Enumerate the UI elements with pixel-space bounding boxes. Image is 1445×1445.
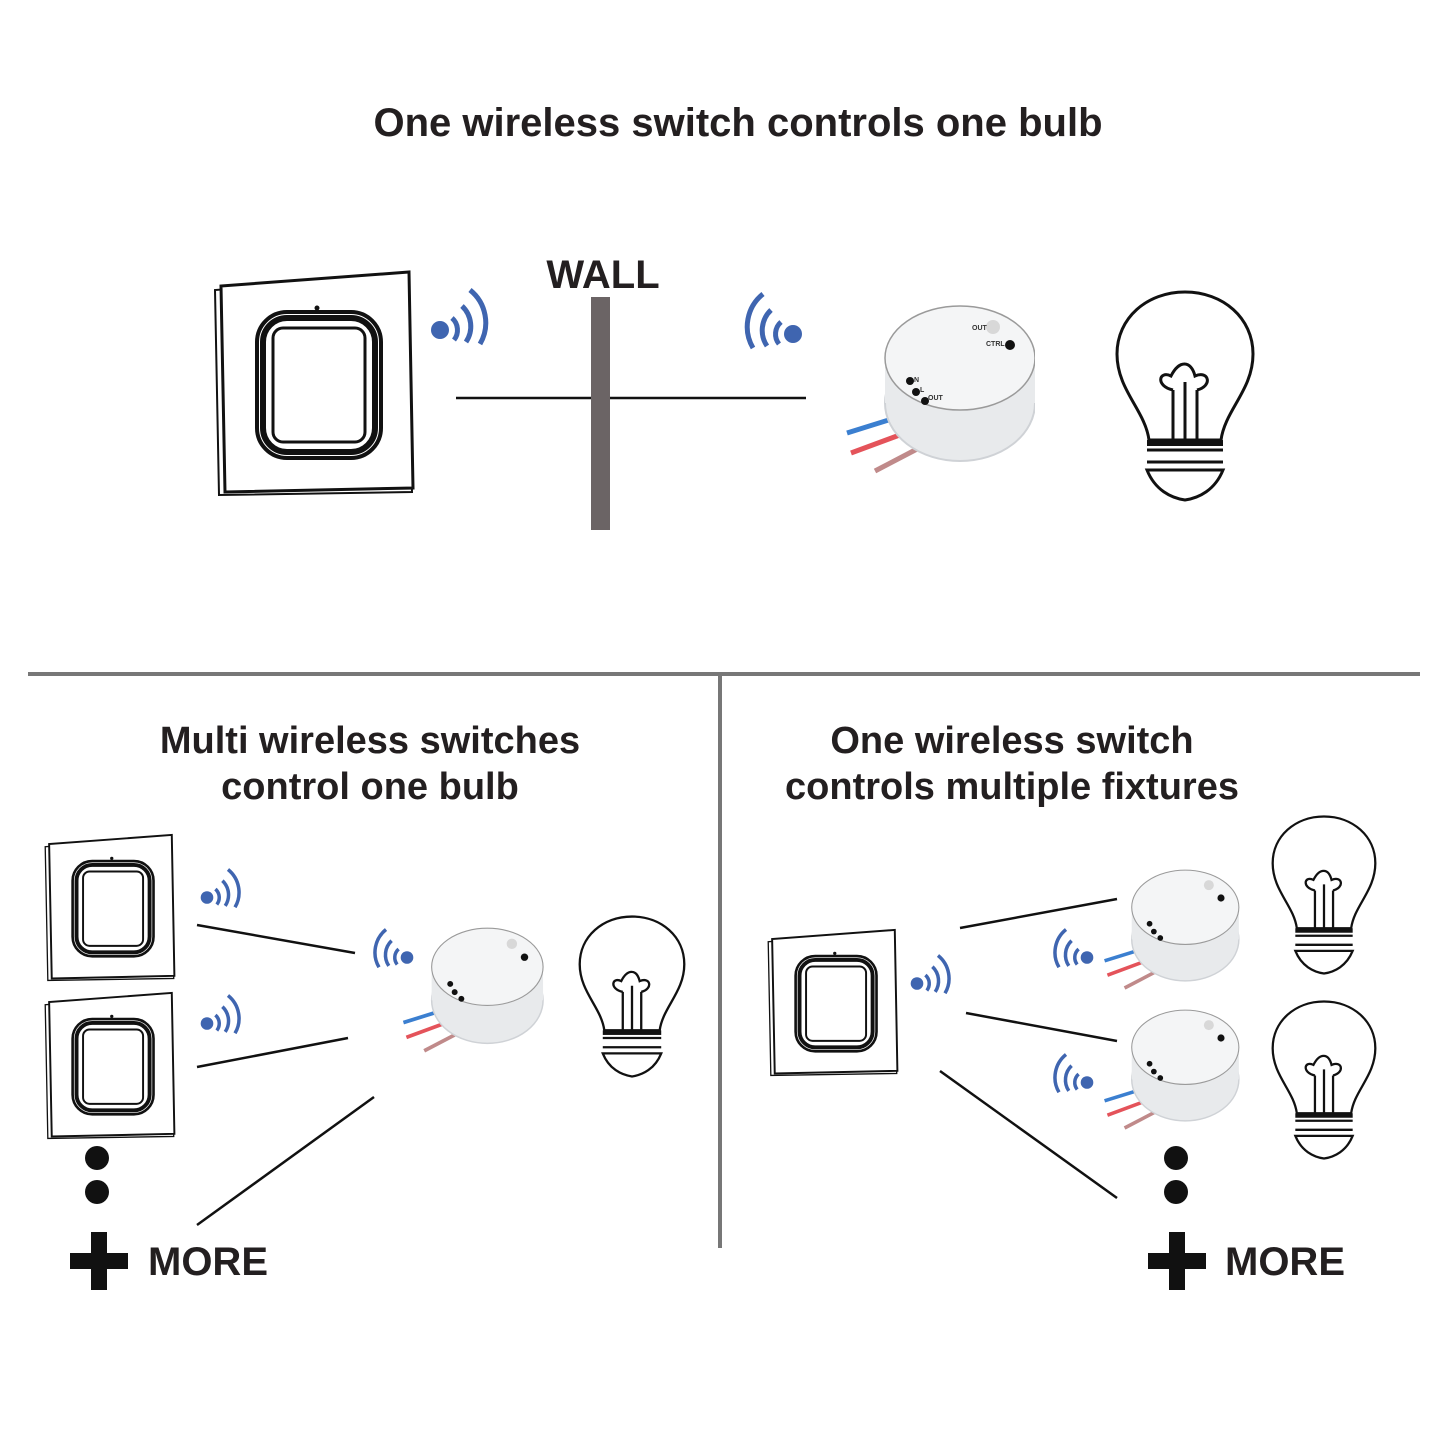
wireless-signal-icon bbox=[373, 927, 414, 970]
wall-label: WALL bbox=[546, 253, 659, 297]
connection-line bbox=[196, 923, 356, 955]
light-bulb-icon bbox=[1271, 815, 1377, 975]
receiver-label-ctrl: CTRL bbox=[986, 341, 1005, 348]
bottom-right-title-line2: controls multiple fixtures bbox=[785, 766, 1239, 808]
more-label: MORE bbox=[1225, 1240, 1345, 1284]
wireless-signal-icon bbox=[431, 290, 486, 344]
bottom-right-title-line1: One wireless switch bbox=[830, 720, 1193, 762]
wireless-signal-icon bbox=[910, 953, 951, 996]
wireless-signal-icon bbox=[1053, 1052, 1094, 1095]
wireless-signal-icon bbox=[200, 867, 241, 910]
wall-switch-icon bbox=[215, 272, 413, 495]
wall-switch-icon bbox=[43, 991, 177, 1141]
receiver-module-icon bbox=[1102, 1008, 1241, 1130]
ellipsis-dots-icon bbox=[85, 1180, 109, 1204]
light-bulb-icon bbox=[1271, 1000, 1377, 1160]
connection-line bbox=[965, 1011, 1118, 1043]
ellipsis-dots-icon bbox=[85, 1146, 109, 1170]
connection-line bbox=[939, 1069, 1118, 1200]
top-title: One wireless switch controls one bulb bbox=[373, 101, 1102, 145]
wall-switch-icon bbox=[766, 928, 900, 1078]
connection-line bbox=[196, 1036, 349, 1069]
light-bulb-icon bbox=[1115, 290, 1255, 502]
wall-switch-icon bbox=[43, 833, 177, 983]
plus-icon bbox=[70, 1232, 128, 1290]
wireless-signal-icon bbox=[1053, 927, 1094, 970]
connection-line bbox=[196, 1095, 375, 1227]
wall bbox=[591, 297, 610, 530]
receiver-module-icon bbox=[1102, 868, 1241, 990]
receiver-label-out-top: OUT bbox=[972, 325, 988, 332]
receiver-label-l: L bbox=[920, 387, 925, 394]
plus-icon bbox=[1148, 1232, 1206, 1290]
receiver-module: OUT CTRL N L OUT bbox=[847, 306, 1035, 471]
bottom-left-title-line2: control one bulb bbox=[221, 766, 519, 808]
more-label: MORE bbox=[148, 1240, 268, 1284]
receiver-label-n: N bbox=[914, 377, 919, 384]
connection-line bbox=[959, 897, 1118, 930]
receiver-module-icon bbox=[847, 306, 1035, 471]
ellipsis-dots-icon bbox=[1164, 1146, 1188, 1170]
wireless-signal-icon bbox=[200, 993, 241, 1036]
ellipsis-dots-icon bbox=[1164, 1180, 1188, 1204]
wireless-signal-icon bbox=[747, 294, 802, 348]
receiver-module-icon bbox=[401, 926, 545, 1053]
light-bulb-icon bbox=[578, 915, 686, 1078]
receiver-label-out: OUT bbox=[928, 395, 944, 402]
bottom-left-title-line1: Multi wireless switches bbox=[160, 720, 580, 762]
